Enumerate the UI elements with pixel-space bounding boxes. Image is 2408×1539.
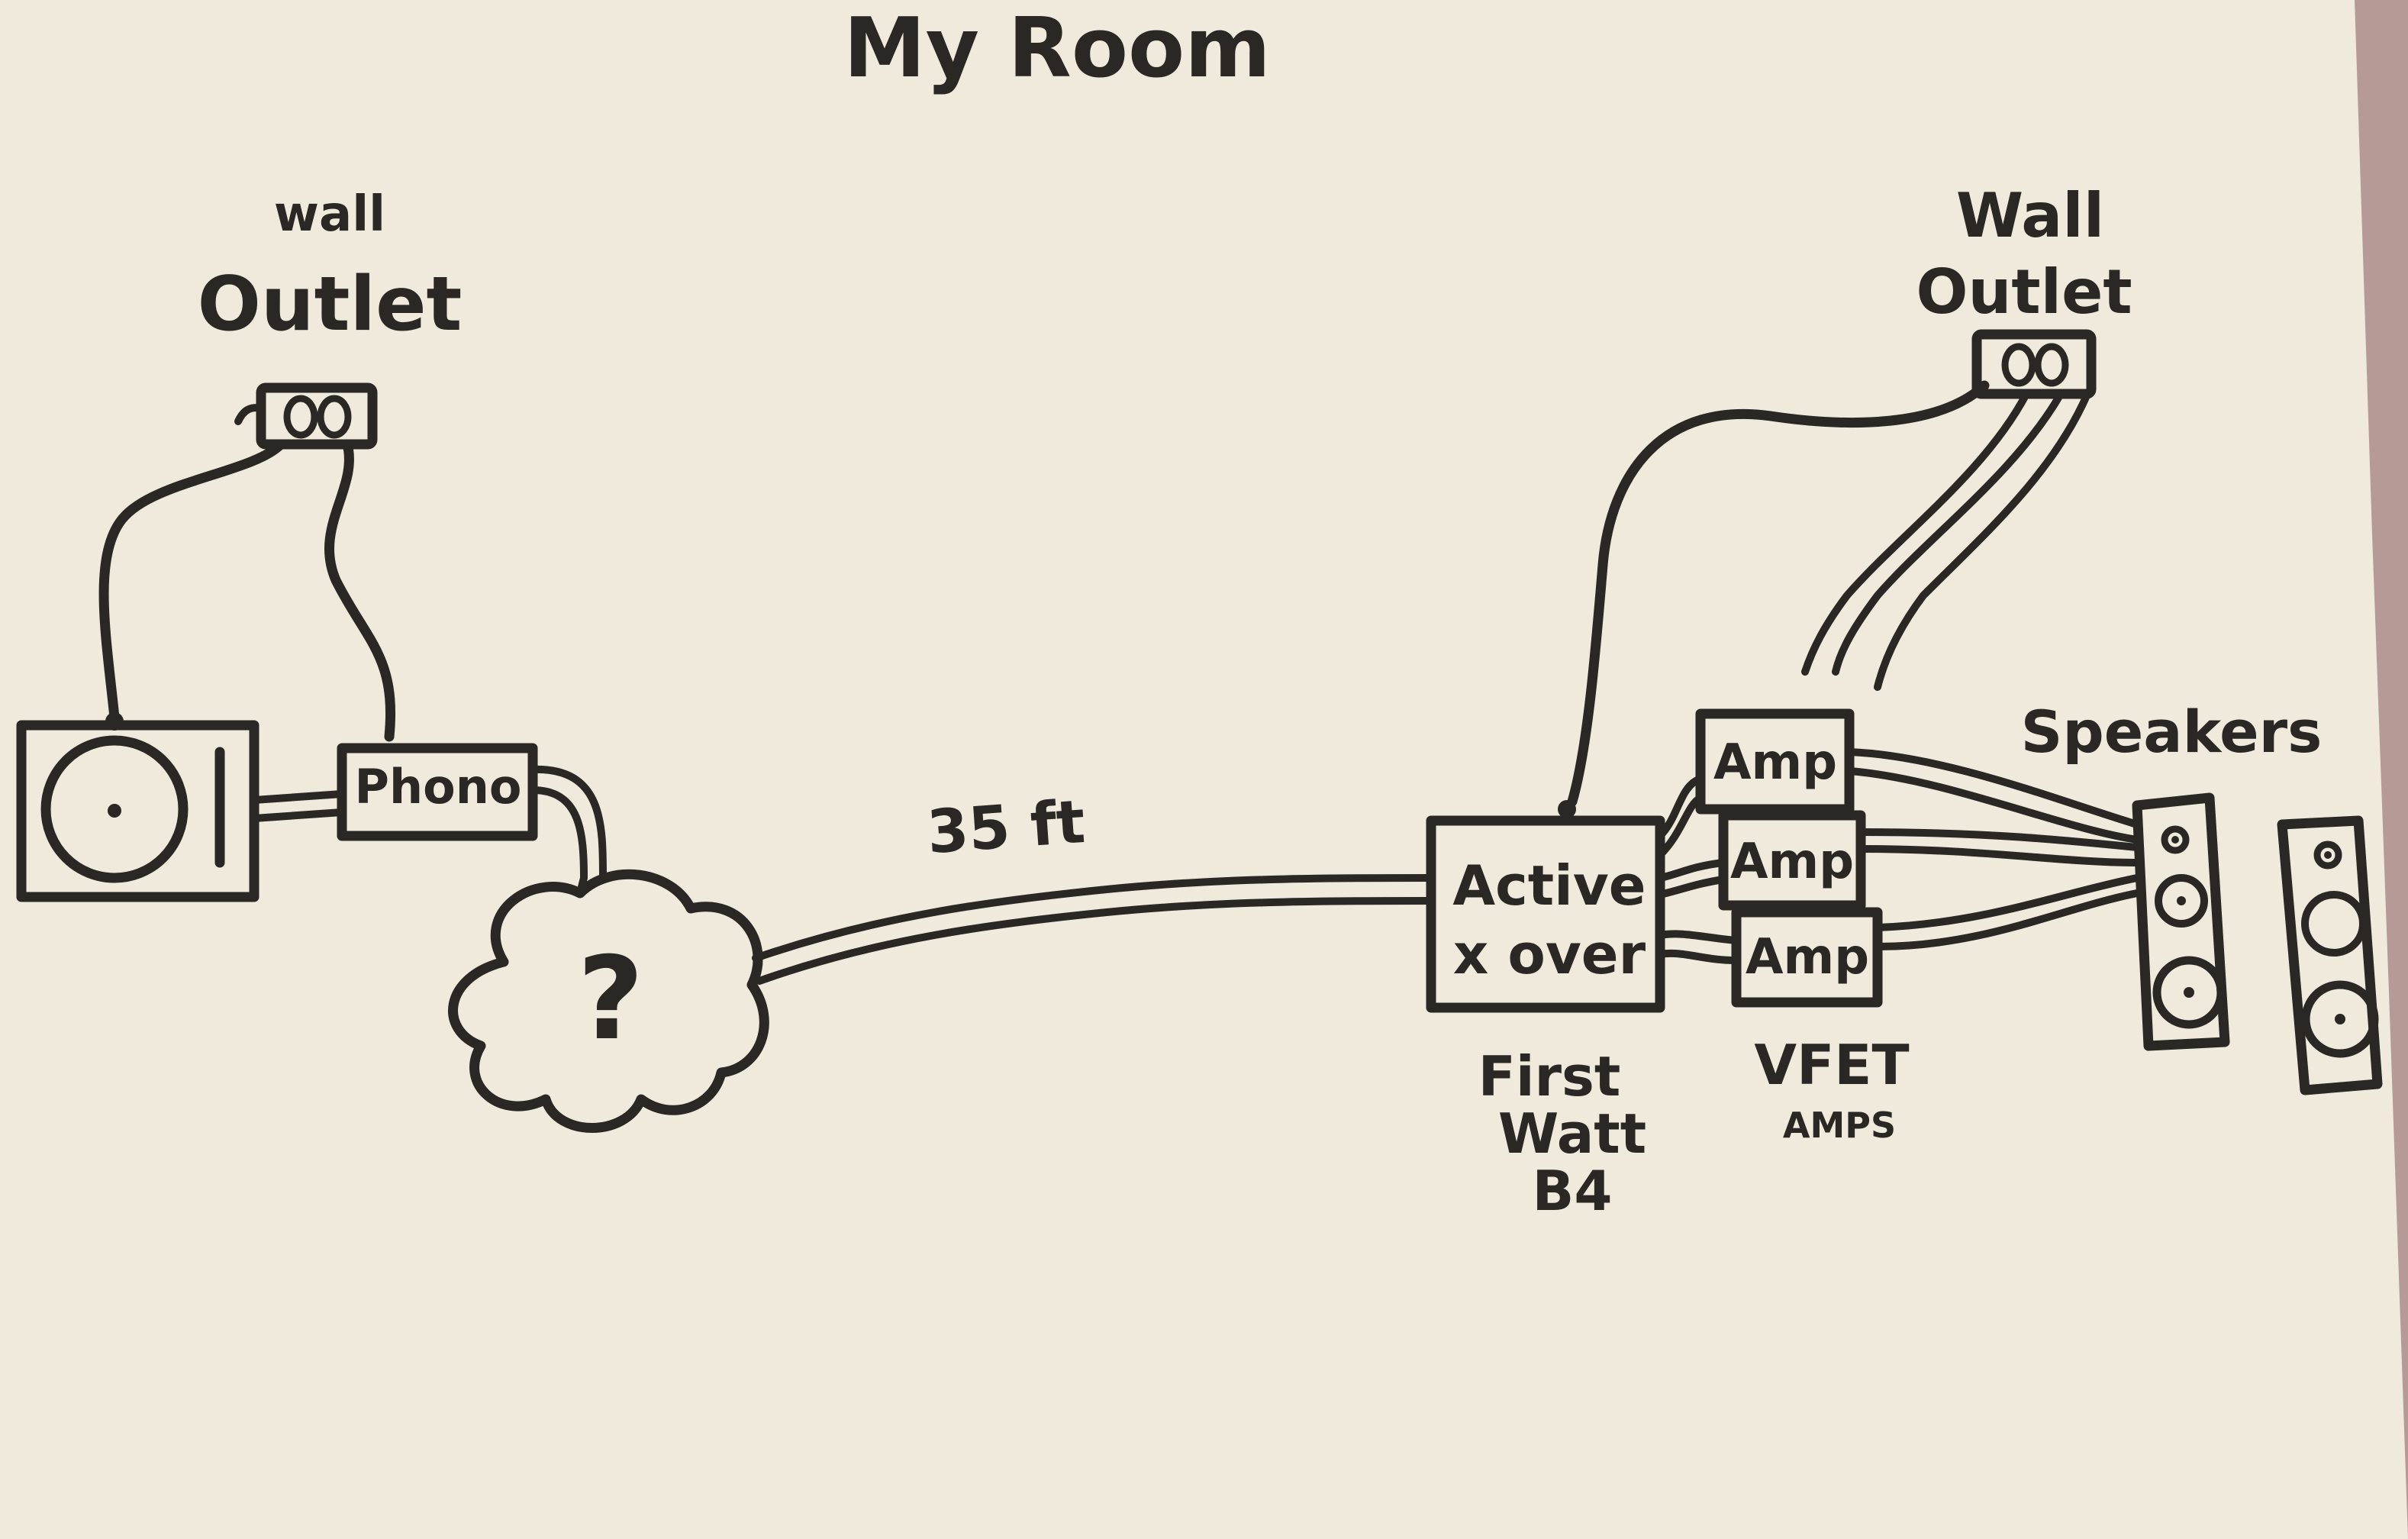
amp-3-label: Amp — [1746, 929, 1869, 986]
right-outlet-label-bottom: Outlet — [1916, 256, 2132, 327]
speaker-cables — [1845, 748, 2141, 950]
turntable-phono-cable — [250, 790, 346, 822]
speakers-label: Speakers — [2021, 698, 2323, 766]
left-outlet-label-top: wall — [274, 186, 385, 243]
amps-caption-line2: AMPS — [1783, 1105, 1896, 1146]
amp-power-cords — [1801, 390, 2091, 691]
cloud-icon — [448, 869, 769, 1133]
right-outlet-label-top: Wall — [1956, 180, 2104, 251]
speaker-left — [2132, 792, 2230, 1051]
crossover-power-cord — [1567, 380, 1990, 807]
turntable-icon — [40, 735, 189, 883]
turntable-power-cord — [98, 439, 286, 723]
amp-2-label: Amp — [1730, 834, 1854, 890]
unknown-component: ? — [448, 869, 769, 1133]
phono-output-cable — [529, 765, 607, 897]
amp-2: Amp — [1718, 810, 1866, 911]
speaker-right — [2277, 815, 2383, 1095]
amps-caption-line1: VFET — [1754, 1033, 1909, 1097]
cable-length-label: 35 ft — [925, 788, 1088, 867]
long-interconnect-cable — [752, 874, 1431, 985]
amp-3: Amp — [1731, 907, 1883, 1008]
right-wall-outlet: Wall Outlet — [1916, 180, 2132, 399]
diagram-title: My Room — [843, 1, 1271, 96]
crossover-amp-cables — [1656, 775, 1740, 964]
phono-label: Phono — [355, 759, 522, 815]
active-crossover: Active x over — [1426, 800, 1665, 1013]
amp-1-label: Amp — [1713, 734, 1837, 791]
turntable — [16, 712, 259, 902]
crossover-caption-line3: B4 — [1533, 1159, 1613, 1223]
crossover-caption-line2: Watt — [1498, 1102, 1646, 1166]
left-outlet-label-bottom: Outlet — [198, 261, 463, 348]
amp-stack: Amp Amp Amp — [1695, 708, 1883, 1008]
phono-power-cord — [324, 439, 396, 742]
unknown-label: ? — [577, 933, 643, 1066]
crossover-label-line1: Active — [1452, 853, 1646, 918]
left-wall-outlet: wall Outlet — [198, 186, 463, 450]
amp-1: Amp — [1695, 708, 1855, 815]
crossover-label-line2: x over — [1453, 922, 1646, 986]
phono-preamp: Phono — [337, 743, 538, 841]
crossover-caption-line1: First — [1478, 1044, 1621, 1108]
